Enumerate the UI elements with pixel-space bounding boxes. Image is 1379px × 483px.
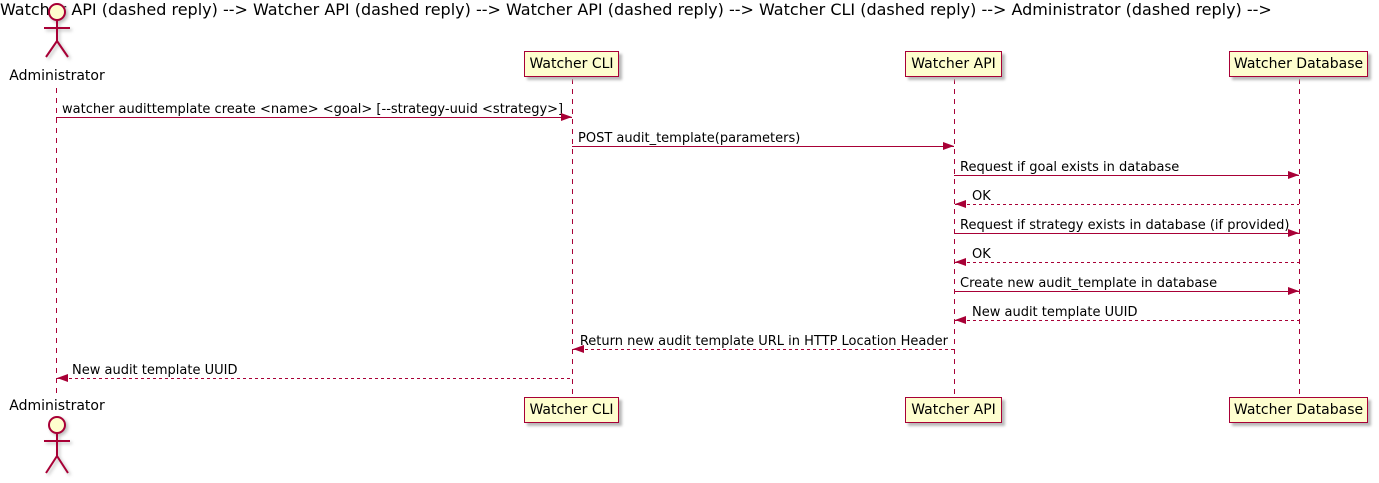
actor-label-bottom: Administrator: [9, 398, 105, 414]
lifeline-watcher-cli: [572, 79, 573, 396]
arrowhead-right-icon: [1288, 171, 1299, 179]
message-5-line: [954, 233, 1299, 234]
message-6-label: OK: [972, 247, 991, 262]
arrowhead-right-icon: [1288, 229, 1299, 237]
participant-watcher-cli-top: Watcher CLI: [524, 51, 619, 77]
participant-label: Watcher API: [911, 402, 996, 418]
arrowhead-right-icon: [943, 142, 954, 150]
message-3-line: [954, 175, 1299, 176]
arrowhead-left-icon: [955, 200, 966, 208]
arrowhead-left-icon: [955, 258, 966, 266]
message-2-label: POST audit_template(parameters): [578, 131, 801, 146]
arrowhead-right-icon: [1288, 287, 1299, 295]
actor-icon-bottom: [44, 416, 70, 474]
message-4-line: [955, 204, 1299, 205]
message-1-line: [56, 117, 572, 118]
lifeline-watcher-database: [1299, 79, 1300, 396]
arrowhead-left-icon: [955, 316, 966, 324]
actor-label-top: Administrator: [9, 68, 105, 84]
message-7-line: [954, 291, 1299, 292]
participant-watcher-database-bottom: Watcher Database: [1229, 397, 1368, 423]
message-2-line: [572, 146, 954, 147]
message-10-label: New audit template UUID: [72, 363, 238, 378]
participant-watcher-cli-bottom: Watcher CLI: [524, 397, 619, 423]
message-9-label: Return new audit template URL in HTTP Lo…: [579, 334, 948, 349]
participant-watcher-api-top: Watcher API: [905, 51, 1002, 77]
participant-watcher-database-top: Watcher Database: [1229, 51, 1368, 77]
lifeline-watcher-api: [954, 79, 955, 396]
participant-label: Watcher Database: [1233, 402, 1364, 418]
message-9-line: [573, 349, 954, 350]
message-6-line: [955, 262, 1299, 263]
arrowhead-right-icon: [561, 113, 572, 121]
arrowhead-left-icon: [57, 374, 68, 382]
message-3-label: Request if goal exists in database: [960, 160, 1180, 175]
participant-label: Watcher CLI: [529, 56, 614, 72]
actor-icon-top: [44, 3, 70, 58]
arrowhead-left-icon: [573, 345, 584, 353]
participant-label: Watcher CLI: [529, 402, 614, 418]
lifeline-administrator: [56, 88, 57, 397]
message-1-label: watcher audittemplate create <name> <goa…: [62, 102, 564, 117]
participant-label: Watcher Database: [1233, 56, 1364, 72]
message-8-label: New audit template UUID: [972, 305, 1138, 320]
message-10-line: [57, 378, 572, 379]
message-7-label: Create new audit_template in database: [960, 276, 1218, 291]
message-4-label: OK: [972, 189, 991, 204]
message-5-label: Request if strategy exists in database (…: [960, 218, 1290, 233]
participant-watcher-api-bottom: Watcher API: [905, 397, 1002, 423]
participant-label: Watcher API: [911, 56, 996, 72]
message-8-line: [955, 320, 1299, 321]
